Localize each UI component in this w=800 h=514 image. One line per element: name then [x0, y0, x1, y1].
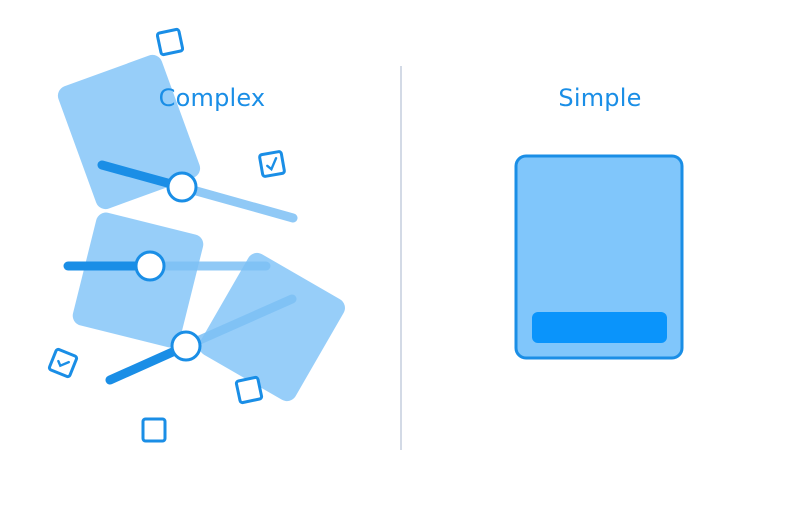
- slider-thumb-icon[interactable]: [170, 330, 202, 362]
- checkbox-checked-icon[interactable]: [258, 150, 286, 178]
- slider-top[interactable]: [97, 160, 298, 223]
- simple-illustration: [514, 154, 684, 360]
- slider-thumb-icon[interactable]: [134, 250, 166, 282]
- tilted-card-right: [199, 252, 345, 402]
- checkbox-checked-icon[interactable]: [47, 347, 79, 379]
- complex-title: Complex: [158, 84, 266, 112]
- slider-bottom[interactable]: [105, 294, 297, 385]
- checkbox-empty-icon[interactable]: [141, 417, 167, 443]
- slider-thumb-icon[interactable]: [166, 171, 198, 203]
- primary-action-bar[interactable]: [532, 312, 667, 343]
- tilted-card-middle: [72, 212, 204, 348]
- tilted-card-top: [57, 54, 201, 210]
- complex-illustration: [47, 27, 345, 443]
- slider-middle[interactable]: [63, 250, 271, 282]
- simple-card: [514, 154, 684, 360]
- checkbox-empty-icon[interactable]: [155, 27, 185, 57]
- checkbox-empty-icon[interactable]: [234, 375, 264, 405]
- divider: [400, 66, 402, 450]
- simple-title: Simple: [558, 84, 642, 112]
